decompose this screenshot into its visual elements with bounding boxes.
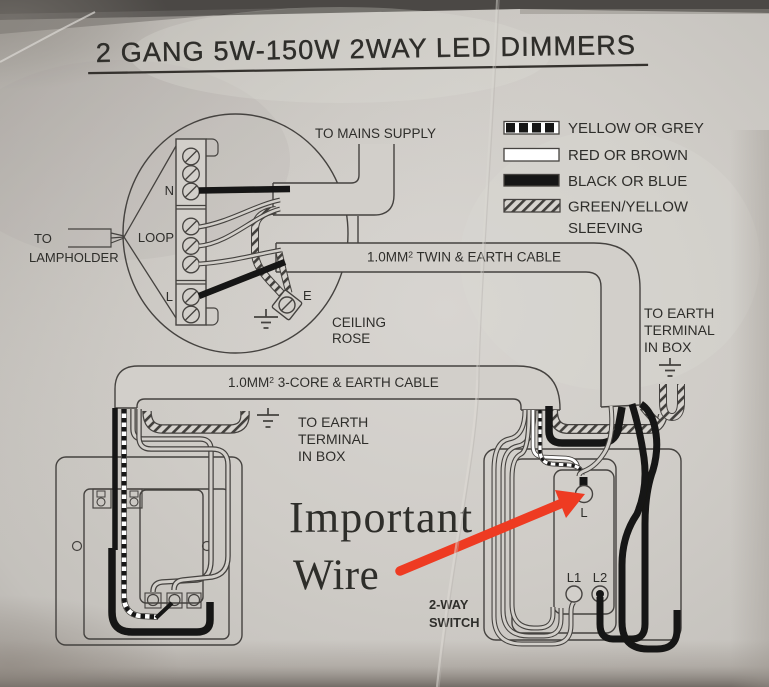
svg-text:IN BOX: IN BOX xyxy=(644,339,692,355)
svg-text:IN BOX: IN BOX xyxy=(298,448,346,464)
svg-text:1.0MM2 TWIN & EARTH CABLE: 1.0MM2 TWIN & EARTH CABLE xyxy=(367,250,561,265)
svg-text:E: E xyxy=(303,288,312,303)
svg-text:L: L xyxy=(166,289,173,304)
svg-text:TO MAINS SUPPLY: TO MAINS SUPPLY xyxy=(315,126,436,141)
svg-text:BLACK OR BLUE: BLACK OR BLUE xyxy=(568,173,687,190)
svg-text:TO EARTH: TO EARTH xyxy=(298,414,368,430)
svg-text:L2: L2 xyxy=(593,570,607,585)
svg-text:N: N xyxy=(165,183,174,198)
svg-text:Important: Important xyxy=(289,493,473,542)
svg-text:YELLOW OR GREY: YELLOW OR GREY xyxy=(568,120,704,137)
svg-text:TO: TO xyxy=(34,231,52,246)
svg-text:L: L xyxy=(580,505,587,520)
svg-text:GREEN/YELLOW: GREEN/YELLOW xyxy=(568,199,689,216)
svg-text:L1: L1 xyxy=(567,570,581,585)
svg-text:1.0MM2 3-CORE & EARTH CABLE: 1.0MM2 3-CORE & EARTH CABLE xyxy=(228,375,439,390)
svg-text:2-WAY: 2-WAY xyxy=(429,597,469,612)
svg-text:ROSE: ROSE xyxy=(332,331,370,346)
svg-text:SLEEVING: SLEEVING xyxy=(568,220,643,237)
svg-text:SWITCH: SWITCH xyxy=(429,615,479,630)
svg-text:CEILING: CEILING xyxy=(332,315,386,330)
svg-text:TERMINAL: TERMINAL xyxy=(298,431,369,447)
svg-text:LOOP: LOOP xyxy=(138,230,174,245)
svg-text:TO EARTH: TO EARTH xyxy=(644,305,714,321)
svg-text:TERMINAL: TERMINAL xyxy=(644,322,715,338)
svg-text:RED OR BROWN: RED OR BROWN xyxy=(568,147,688,164)
svg-text:LAMPHOLDER: LAMPHOLDER xyxy=(29,250,119,265)
svg-text:Wire: Wire xyxy=(293,552,379,599)
